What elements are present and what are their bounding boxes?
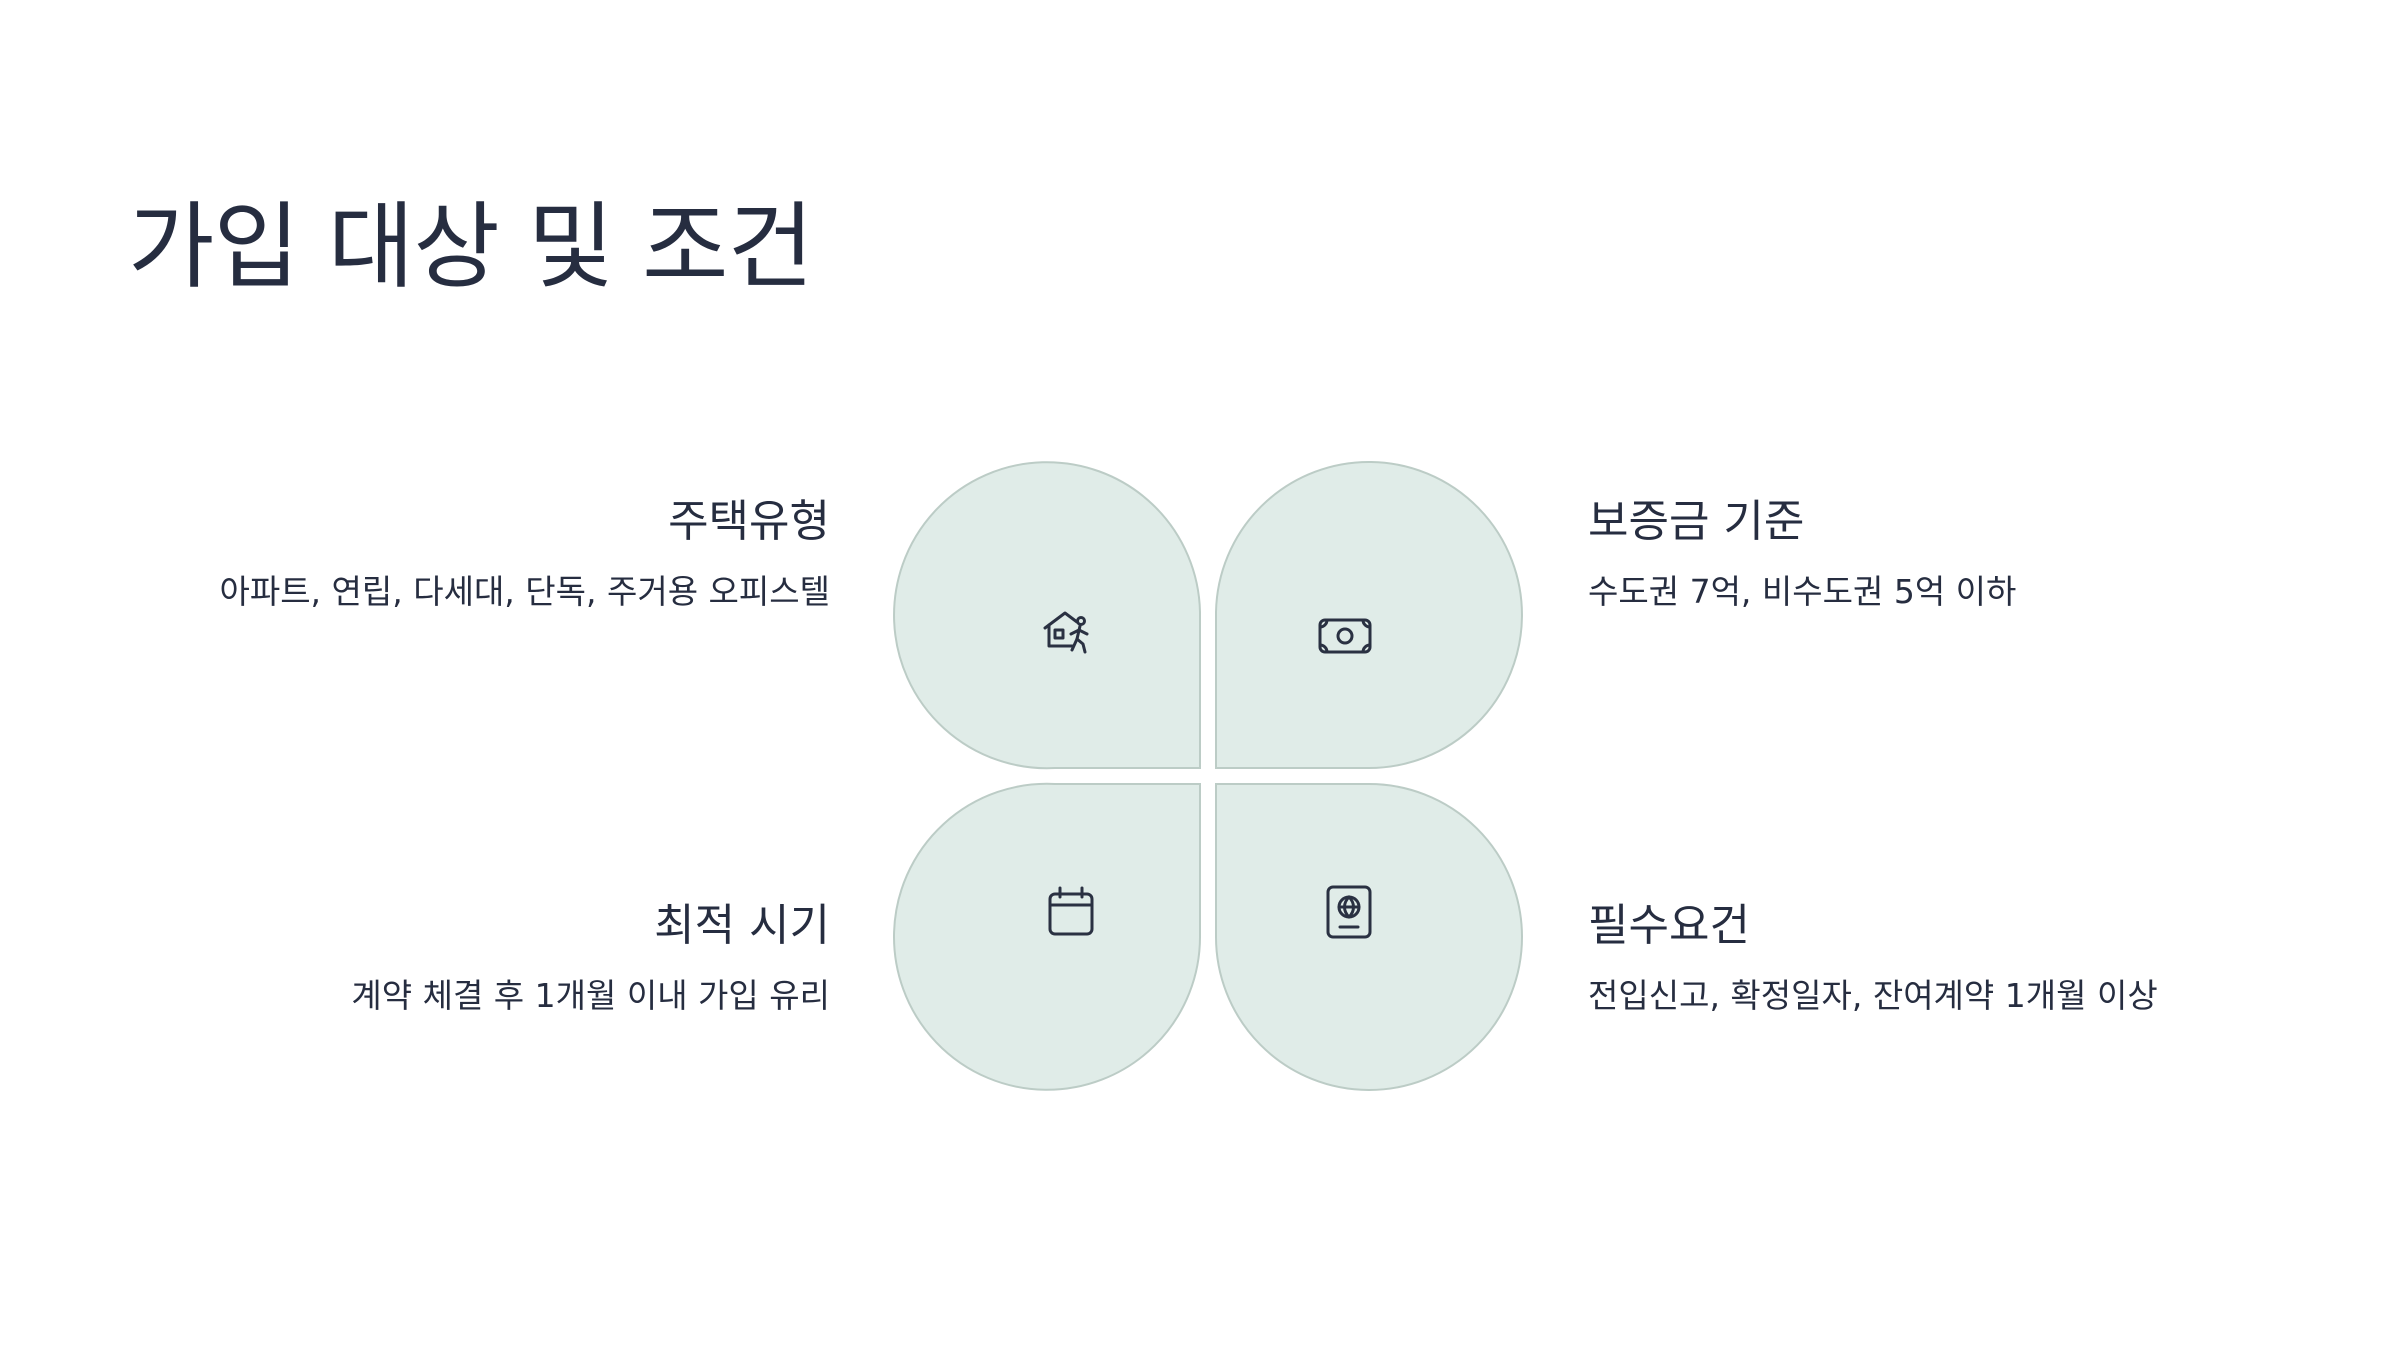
item-deposit-criteria: 보증금 기준 수도권 7억, 비수도권 5억 이하 xyxy=(1588,496,2348,614)
banknote-icon xyxy=(1318,618,1372,654)
item-heading: 보증금 기준 xyxy=(1588,496,1805,547)
item-housing-type: 주택유형 아파트, 연립, 다세대, 단독, 주거용 오피스텔 xyxy=(70,496,830,614)
item-description: 아파트, 연립, 다세대, 단독, 주거용 오피스텔 xyxy=(219,571,830,611)
passport-icon xyxy=(1326,885,1372,939)
item-description: 계약 체결 후 1개월 이내 가입 유리 xyxy=(351,975,830,1015)
house-person-icon xyxy=(1043,611,1089,654)
petal-bottom-left xyxy=(893,782,1202,1091)
item-heading: 최적 시기 xyxy=(654,900,830,951)
calendar-icon xyxy=(1048,886,1094,936)
item-heading: 주택유형 xyxy=(668,496,830,547)
petal-top-left xyxy=(893,461,1201,770)
item-requirements: 필수요건 전입신고, 확정일자, 잔여계약 1개월 이상 xyxy=(1588,900,2348,1018)
item-description: 전입신고, 확정일자, 잔여계약 1개월 이상 xyxy=(1588,975,2158,1015)
item-description: 수도권 7억, 비수도권 5억 이하 xyxy=(1588,571,2017,611)
item-optimal-timing: 최적 시기 계약 체결 후 1개월 이내 가입 유리 xyxy=(70,900,830,1018)
petal-top-right xyxy=(1215,461,1523,770)
page-title: 가입 대상 및 조건 xyxy=(128,193,814,302)
item-heading: 필수요건 xyxy=(1588,900,1750,951)
